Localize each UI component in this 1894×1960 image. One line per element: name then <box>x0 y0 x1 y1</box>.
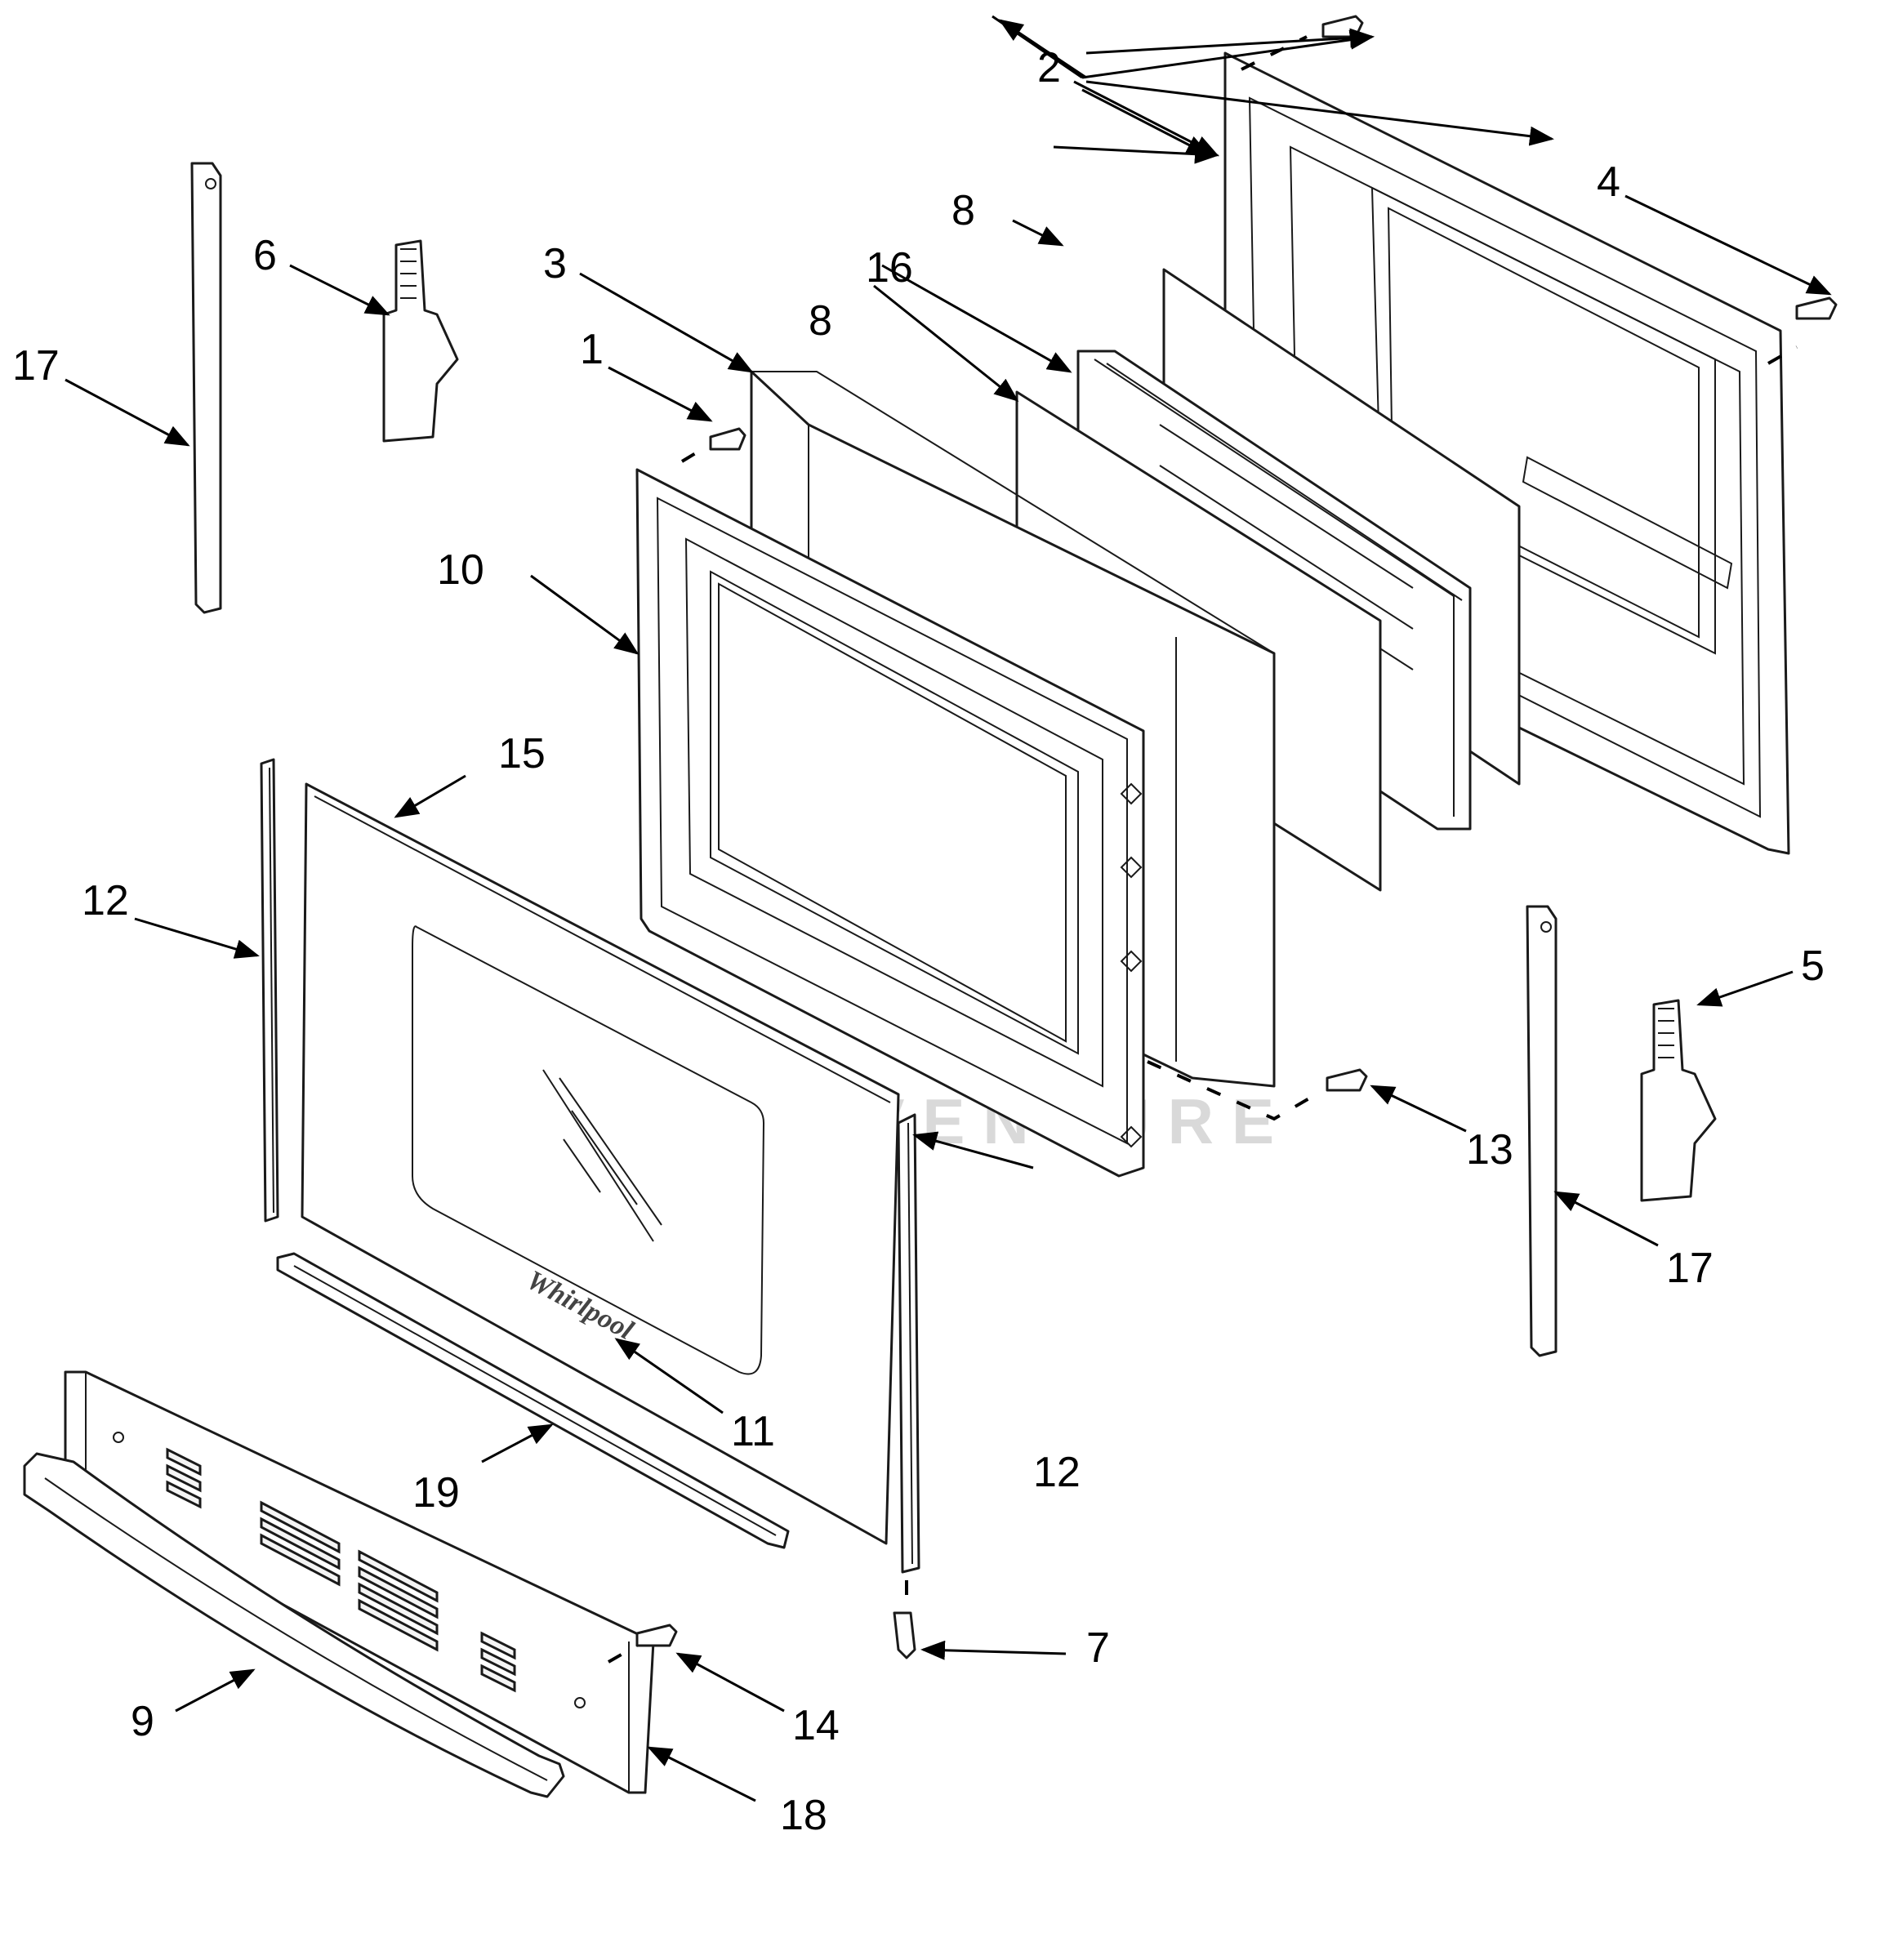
part-9-door-handle <box>23 1452 565 1798</box>
callout-15: 15 <box>498 730 546 777</box>
screw-14 <box>635 1624 678 1647</box>
part-5-right-door-hinge <box>1640 999 1717 1202</box>
callout-12-left: 12 <box>82 877 129 924</box>
callout-19: 19 <box>412 1469 460 1517</box>
callout-13: 13 <box>1466 1126 1513 1174</box>
part-12-right-side-trim <box>897 1113 920 1574</box>
callout-3: 3 <box>543 240 567 287</box>
callout-16: 16 <box>866 244 913 292</box>
leader-lines <box>65 16 1832 1802</box>
callout-11: 11 <box>731 1408 775 1455</box>
screw-13 <box>1326 1068 1368 1092</box>
callout-10: 10 <box>437 546 484 594</box>
screw-4-top <box>1321 15 1364 38</box>
part-10-door-liner <box>635 468 1145 1178</box>
callout-5: 5 <box>1801 942 1825 990</box>
screw-7 <box>893 1611 916 1659</box>
screw-1 <box>709 427 746 451</box>
callouts: 2 4 8 16 3 8 1 6 17 10 15 12 5 13 17 11 … <box>12 44 1825 1839</box>
callout-18: 18 <box>780 1792 827 1839</box>
callout-14: 14 <box>792 1702 840 1749</box>
callout-7: 7 <box>1086 1624 1110 1672</box>
part-17-right-hinge-receiver <box>1526 905 1558 1357</box>
part-15-outer-door-glass: Whirlpool <box>301 782 900 1545</box>
callout-9: 9 <box>131 1698 154 1745</box>
part-17-left-hinge-receiver <box>190 162 222 614</box>
callout-17-right: 17 <box>1666 1245 1714 1292</box>
part-6-left-door-hinge <box>382 239 459 443</box>
callout-8-front: 8 <box>809 297 832 345</box>
callout-12-right: 12 <box>1033 1449 1081 1496</box>
callout-17-left: 17 <box>12 342 60 390</box>
callout-4: 4 <box>1597 158 1620 206</box>
callout-8-rear: 8 <box>951 187 975 234</box>
callout-2: 2 <box>1037 44 1061 91</box>
screw-4-right <box>1795 296 1838 320</box>
callout-1: 1 <box>580 326 604 373</box>
callout-6: 6 <box>253 232 277 279</box>
part-19-vent-strip <box>276 1252 790 1549</box>
alignment-lines <box>608 35 1798 1664</box>
part-12-left-side-trim <box>260 758 279 1223</box>
